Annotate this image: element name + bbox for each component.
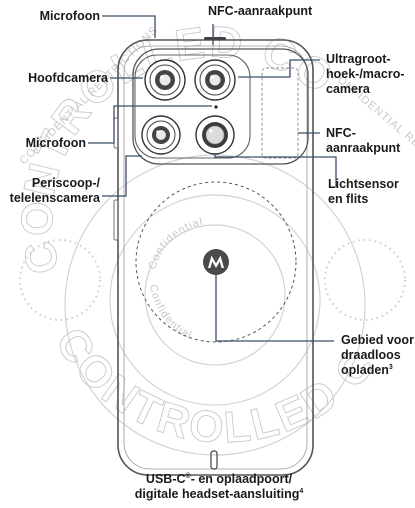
label-wireless-line1: Gebied voor xyxy=(341,333,414,347)
label-wireless-line3-text: opladen xyxy=(341,363,389,377)
label-usb-port: USB-C®- en oplaadpoort/ digitale headset… xyxy=(108,472,330,502)
ultrawide-camera-lens xyxy=(194,59,236,101)
label-periscope-line2: telelenscamera xyxy=(9,191,100,205)
label-light-sensor: Lichtsensor en flits xyxy=(328,177,399,207)
watermark-confidential-top: Confidential xyxy=(146,216,204,271)
label-ultrawide-line2: hoek-/macro- xyxy=(326,67,405,81)
light-sensor-flash xyxy=(195,115,235,155)
motorola-logo-icon xyxy=(203,249,229,275)
label-microphone-back-text: Microfoon xyxy=(25,136,86,150)
label-usb-line2-text: digitale headset-aansluiting xyxy=(134,487,300,501)
label-wireless-charging: Gebied voor draadloos opladen3 xyxy=(341,333,414,378)
label-microphone-top: Microfoon xyxy=(38,9,100,24)
watermark-ring-inner xyxy=(144,224,286,366)
main-camera-lens xyxy=(144,59,186,101)
watermark-confidential-bottom: Confidential xyxy=(147,283,194,341)
watermark-dots-right xyxy=(324,239,406,321)
label-ultrawide-line3: camera xyxy=(326,82,370,96)
callout-line-light-sensor xyxy=(214,154,337,187)
side-button-lower xyxy=(113,199,119,241)
label-main-camera-text: Hoofdcamera xyxy=(28,71,108,85)
label-nfc-top-text: NFC-aanraakpunt xyxy=(208,4,313,18)
wireless-charging-area xyxy=(135,181,297,343)
label-periscope-line1: Periscoop-/ xyxy=(31,176,100,190)
label-usb-line1-rest: - en oplaadpoort/ xyxy=(190,472,293,486)
label-ultrawide-line1: Ultragroot- xyxy=(326,52,391,66)
label-wireless-line3: opladen3 xyxy=(341,363,414,378)
label-usb-line2: digitale headset-aansluiting4 xyxy=(108,487,330,502)
label-microphone-top-text: Microfoon xyxy=(39,9,100,23)
top-microphone-slot xyxy=(204,37,226,40)
label-nfc-back-line2: aanraakpunt xyxy=(326,141,401,155)
nfc-back-area xyxy=(261,67,299,159)
label-usb-line1: USB-C®- en oplaadpoort/ xyxy=(108,472,330,487)
callout-line-periscope xyxy=(102,155,142,197)
label-wireless-footnote: 3 xyxy=(388,363,393,371)
watermark-ring-mid xyxy=(109,194,321,406)
label-ultrawide-camera: Ultragroot- hoek-/macro- camera xyxy=(326,52,405,97)
label-nfc-top: NFC-aanraakpunt xyxy=(208,4,312,19)
callout-line-wireless xyxy=(215,275,334,342)
label-usb-footnote: 4 xyxy=(299,487,304,495)
callout-lines xyxy=(88,15,337,342)
label-microphone-back: Microfoon xyxy=(20,136,86,151)
callout-line-microphone-back xyxy=(88,105,212,144)
callout-line-ultrawide xyxy=(238,59,320,78)
label-nfc-back-line1: NFC- xyxy=(326,126,356,140)
label-wireless-line2: draadloos xyxy=(341,348,401,362)
watermark-dots-left xyxy=(19,239,101,321)
label-usb-registered: ® xyxy=(185,472,191,480)
back-microphone-dot xyxy=(214,105,218,109)
usb-port xyxy=(210,450,218,470)
label-nfc-back: NFC- aanraakpunt xyxy=(326,126,400,156)
label-usb-line1-text: USB-C xyxy=(145,472,186,486)
camera-module xyxy=(132,48,309,165)
phone-body xyxy=(113,37,314,476)
label-periscope-camera: Periscoop-/ telelenscamera xyxy=(4,176,100,206)
periscope-camera-lens xyxy=(141,115,181,155)
label-main-camera: Hoofdcamera xyxy=(20,71,108,86)
label-light-sensor-line1: Lichtsensor xyxy=(328,177,399,191)
label-light-sensor-line2: en flits xyxy=(328,192,369,206)
callout-line-microphone-top xyxy=(102,15,156,38)
